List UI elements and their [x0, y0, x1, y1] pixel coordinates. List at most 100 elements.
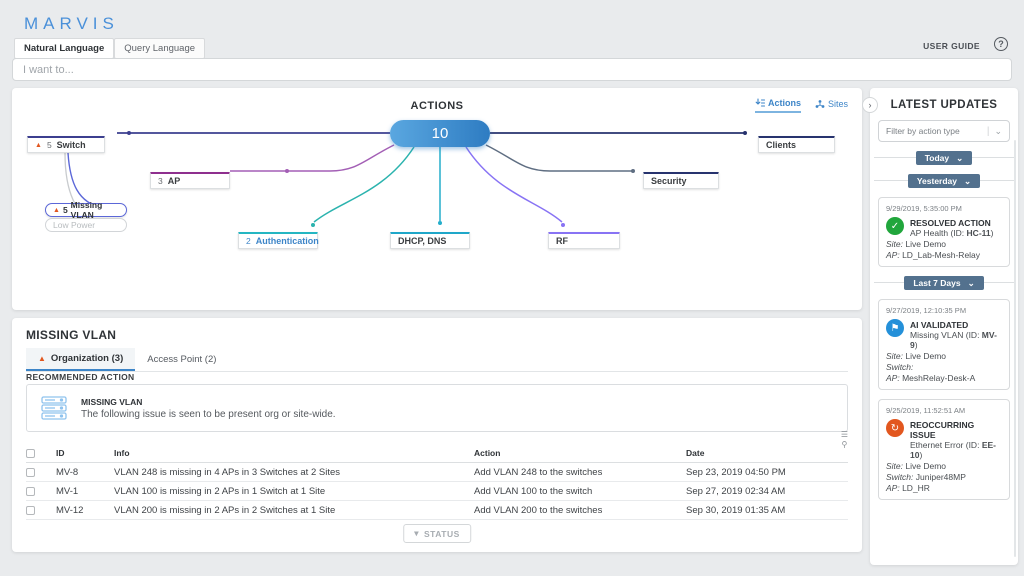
update-timestamp: 9/25/2019, 11:52:51 AM	[886, 406, 966, 415]
reoccurring-issue-icon: ↻	[886, 419, 904, 437]
subnode-low-power[interactable]: Low Power	[45, 218, 127, 232]
update-subtitle: Missing VLAN (ID: MV-9)	[910, 330, 997, 350]
node-clients[interactable]: Clients	[758, 136, 835, 153]
update-field: Site: Live Demo	[886, 461, 947, 471]
table-settings-icon[interactable]: ☰	[840, 430, 848, 439]
node-switch[interactable]: ▲ 5 Switch	[27, 136, 105, 153]
row-checkbox[interactable]	[26, 467, 35, 477]
update-type: REOCCURRING ISSUE	[910, 420, 975, 440]
column-id: ID	[56, 448, 65, 458]
node-count: 3	[158, 176, 163, 186]
node-label: Clients	[766, 140, 797, 150]
details-tabs: ▲ Organization (3) Access Point (2)	[26, 348, 848, 372]
select-all-checkbox[interactable]	[26, 448, 35, 458]
update-type: AI VALIDATED	[910, 320, 969, 330]
user-guide-link[interactable]: USER GUIDE	[923, 41, 980, 51]
table-row[interactable]: MV-1 VLAN 100 is missing in 2 APs in 1 S…	[26, 482, 848, 501]
actions-icon	[755, 98, 765, 107]
node-label: Switch	[56, 140, 86, 150]
toggle-sites[interactable]: Sites	[815, 98, 848, 113]
caret-down-icon: ▾	[414, 528, 420, 538]
node-dhcp-dns[interactable]: DHCP, DNS	[390, 232, 470, 249]
group-label: Yesterday	[916, 176, 958, 186]
node-ap[interactable]: 3 AP	[150, 172, 230, 189]
node-label: RF	[556, 236, 568, 246]
column-action: Action	[474, 448, 501, 458]
language-tabs: Natural Language Query Language	[14, 38, 206, 59]
update-field: Site: Live Demo	[886, 351, 947, 361]
filter-action-type-select[interactable]: Filter by action type | ⌄	[878, 120, 1010, 142]
group-yesterday-button[interactable]: Yesterday ⌄	[907, 174, 981, 188]
node-count: 5	[46, 140, 52, 150]
query-input[interactable]	[12, 58, 1012, 81]
update-field: AP: LD_HR	[886, 483, 930, 493]
recommendation-description: The following issue is seen to be presen…	[81, 408, 336, 420]
update-field: AP: LD_Lab-Mesh-Relay	[886, 250, 981, 260]
chevron-down-icon: ⌄	[994, 125, 1002, 136]
table-tools: ☰ ⚲	[840, 430, 848, 450]
resolved-check-icon: ✓	[886, 217, 904, 235]
actions-count-node[interactable]: 10	[390, 120, 490, 147]
chevron-down-icon: ⌄	[956, 152, 964, 163]
node-label: Authentication	[255, 236, 319, 246]
toggle-sites-label: Sites	[827, 99, 848, 109]
update-card-reoccurring[interactable]: 9/25/2019, 11:52:51 AM ↻ REOCCURRING ISS…	[878, 399, 1010, 500]
group-label: Last 7 Days	[913, 278, 961, 288]
chevron-down-icon: ⌄	[967, 277, 975, 288]
graph-title: ACTIONS	[410, 100, 464, 112]
node-label: DHCP, DNS	[398, 236, 447, 246]
vlan-table: ID Info Action Date MV-8 VLAN 248 is mis…	[26, 444, 848, 520]
help-icon[interactable]: ?	[994, 37, 1008, 51]
row-checkbox[interactable]	[26, 505, 35, 515]
sidebar-scrollbar[interactable]	[1014, 140, 1016, 557]
update-field: Site: Live Demo	[886, 239, 947, 249]
node-label: AP	[167, 176, 181, 186]
missing-vlan-panel: MISSING VLAN ▲ Organization (3) Access P…	[12, 318, 862, 552]
status-button-label: STATUS	[424, 528, 460, 539]
details-title: MISSING VLAN	[26, 328, 117, 342]
chevron-down-icon: ⌄	[964, 175, 972, 186]
recommendation-title: MISSING VLAN	[81, 396, 143, 407]
update-subtitle: Ethernet Error (ID: EE-10)	[910, 440, 996, 460]
tab-organization[interactable]: ▲ Organization (3)	[26, 348, 136, 371]
group-today-button[interactable]: Today ⌄	[915, 151, 973, 165]
group-label: Today	[924, 153, 950, 163]
update-card-ai-validated[interactable]: 9/27/2019, 12:10:35 PM ⚑ AI VALIDATED Mi…	[878, 299, 1010, 390]
update-card-resolved[interactable]: 9/29/2019, 5:35:00 PM ✓ RESOLVED ACTION …	[878, 197, 1010, 267]
update-timestamp: 9/27/2019, 12:10:35 PM	[886, 306, 967, 315]
column-date: Date	[686, 448, 705, 458]
column-info: Info	[114, 448, 130, 458]
marvis-logo: MARVIS	[24, 14, 119, 33]
node-security[interactable]: Security	[643, 172, 719, 189]
ai-validated-icon: ⚑	[886, 319, 904, 337]
collapse-sidebar-icon[interactable]: ›	[862, 97, 878, 113]
toggle-actions[interactable]: Actions	[754, 98, 801, 113]
row-checkbox[interactable]	[26, 486, 35, 496]
status-button[interactable]: ▾ STATUS	[403, 524, 471, 543]
tab-label: Organization (3)	[50, 353, 124, 364]
warning-icon: ▲	[38, 353, 46, 363]
table-row[interactable]: MV-12 VLAN 200 is missing in 2 APs in 2 …	[26, 501, 848, 520]
group-yesterday: Yesterday ⌄	[870, 174, 1018, 188]
tab-natural-language[interactable]: Natural Language	[14, 38, 115, 59]
subnode-label: Low Power	[53, 220, 96, 230]
filter-divider: |	[986, 125, 990, 137]
node-rf[interactable]: RF	[548, 232, 620, 249]
node-authentication[interactable]: 2 Authentication	[238, 232, 319, 249]
recommended-action-label: RECOMMENDED ACTION	[26, 372, 135, 382]
update-field: Switch: Juniper48MP	[886, 472, 966, 482]
update-subtitle: AP Health (ID: HC-11)	[910, 228, 994, 238]
recommendation-box: MISSING VLAN The following issue is seen…	[26, 384, 848, 432]
group-today: Today ⌄	[870, 151, 1018, 165]
table-row[interactable]: MV-8 VLAN 248 is missing in 4 APs in 3 S…	[26, 463, 848, 482]
tab-query-language[interactable]: Query Language	[114, 38, 206, 59]
sidebar-title: LATEST UPDATES	[890, 99, 998, 111]
pin-icon[interactable]: ⚲	[841, 439, 848, 449]
tab-access-point[interactable]: Access Point (2)	[135, 348, 228, 371]
subnode-missing-vlan[interactable]: ▲ 5 Missing VLAN	[45, 200, 127, 220]
subnode-count: 5	[62, 205, 68, 215]
toggle-actions-label: Actions	[767, 98, 801, 108]
group-last-7-days-button[interactable]: Last 7 Days ⌄	[904, 276, 984, 290]
update-timestamp: 9/29/2019, 5:35:00 PM	[886, 204, 962, 213]
